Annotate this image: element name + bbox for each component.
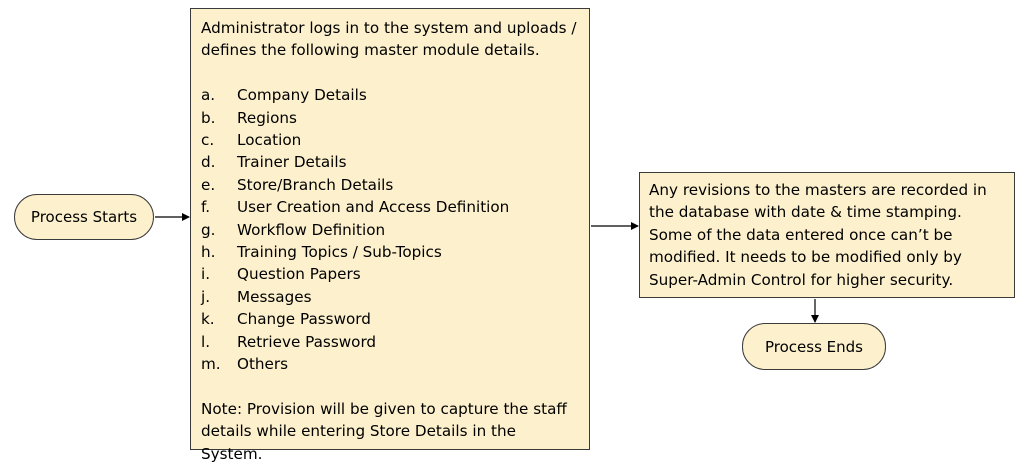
list-label: Training Topics / Sub-Topics: [237, 243, 442, 262]
master-module-item: b. Regions: [201, 107, 580, 129]
list-marker: m.: [201, 355, 221, 374]
list-label: Store/Branch Details: [237, 175, 394, 194]
list-label: Question Papers: [237, 265, 361, 284]
list-marker: g.: [201, 220, 216, 239]
master-module-item: h. Training Topics / Sub-Topics: [201, 241, 580, 263]
list-label: Regions: [237, 108, 297, 127]
list-label: Messages: [237, 287, 312, 306]
revision-box: Any revisions to the masters are recorde…: [639, 172, 1015, 298]
master-module-list: a. Company Details b. Regions c. Location d. Tr…: [201, 84, 580, 375]
master-module-item: d. Trainer Details: [201, 151, 580, 173]
process-end-node: Process Ends: [742, 323, 886, 370]
list-label: Location: [237, 131, 302, 150]
list-marker: k.: [201, 310, 215, 329]
master-module-item: i. Question Papers: [201, 263, 580, 285]
master-module-intro: Administrator logs in to the system and …: [201, 19, 577, 60]
master-module-item: c. Location: [201, 129, 580, 151]
list-marker: f.: [201, 198, 211, 217]
master-module-item: l. Retrieve Password: [201, 331, 580, 353]
list-label: Others: [237, 355, 289, 374]
master-module-item: g. Workflow Definition: [201, 219, 580, 241]
master-module-item: j. Messages: [201, 286, 580, 308]
master-module-item: m. Others: [201, 353, 580, 375]
list-marker: j.: [201, 287, 211, 306]
master-module-item: e. Store/Branch Details: [201, 174, 580, 196]
revision-text: Any revisions to the masters are recorde…: [649, 181, 987, 289]
list-label: Workflow Definition: [237, 220, 386, 239]
master-module-box: Administrator logs in to the system and …: [190, 8, 590, 463]
master-module-item: a. Company Details: [201, 84, 580, 106]
list-marker: a.: [201, 86, 216, 105]
process-start-label: Process Starts: [30, 208, 138, 226]
list-marker: i.: [201, 265, 211, 284]
master-module-item: f. User Creation and Access Definition: [201, 196, 580, 218]
list-label: Company Details: [237, 86, 367, 105]
master-module-item: k. Change Password: [201, 308, 580, 330]
master-module-note: Note: Provision will be given to capture…: [201, 399, 567, 463]
list-label: Retrieve Password: [237, 332, 377, 351]
list-marker: c.: [201, 131, 215, 150]
list-marker: h.: [201, 243, 216, 262]
list-label: Trainer Details: [237, 153, 347, 172]
list-marker: e.: [201, 175, 216, 194]
list-marker: d.: [201, 153, 216, 172]
list-marker: b.: [201, 108, 216, 127]
list-marker: l.: [201, 332, 211, 351]
list-label: Change Password: [237, 310, 371, 329]
process-start-node: Process Starts: [14, 194, 154, 240]
process-end-label: Process Ends: [765, 337, 863, 356]
list-label: User Creation and Access Definition: [237, 198, 510, 217]
